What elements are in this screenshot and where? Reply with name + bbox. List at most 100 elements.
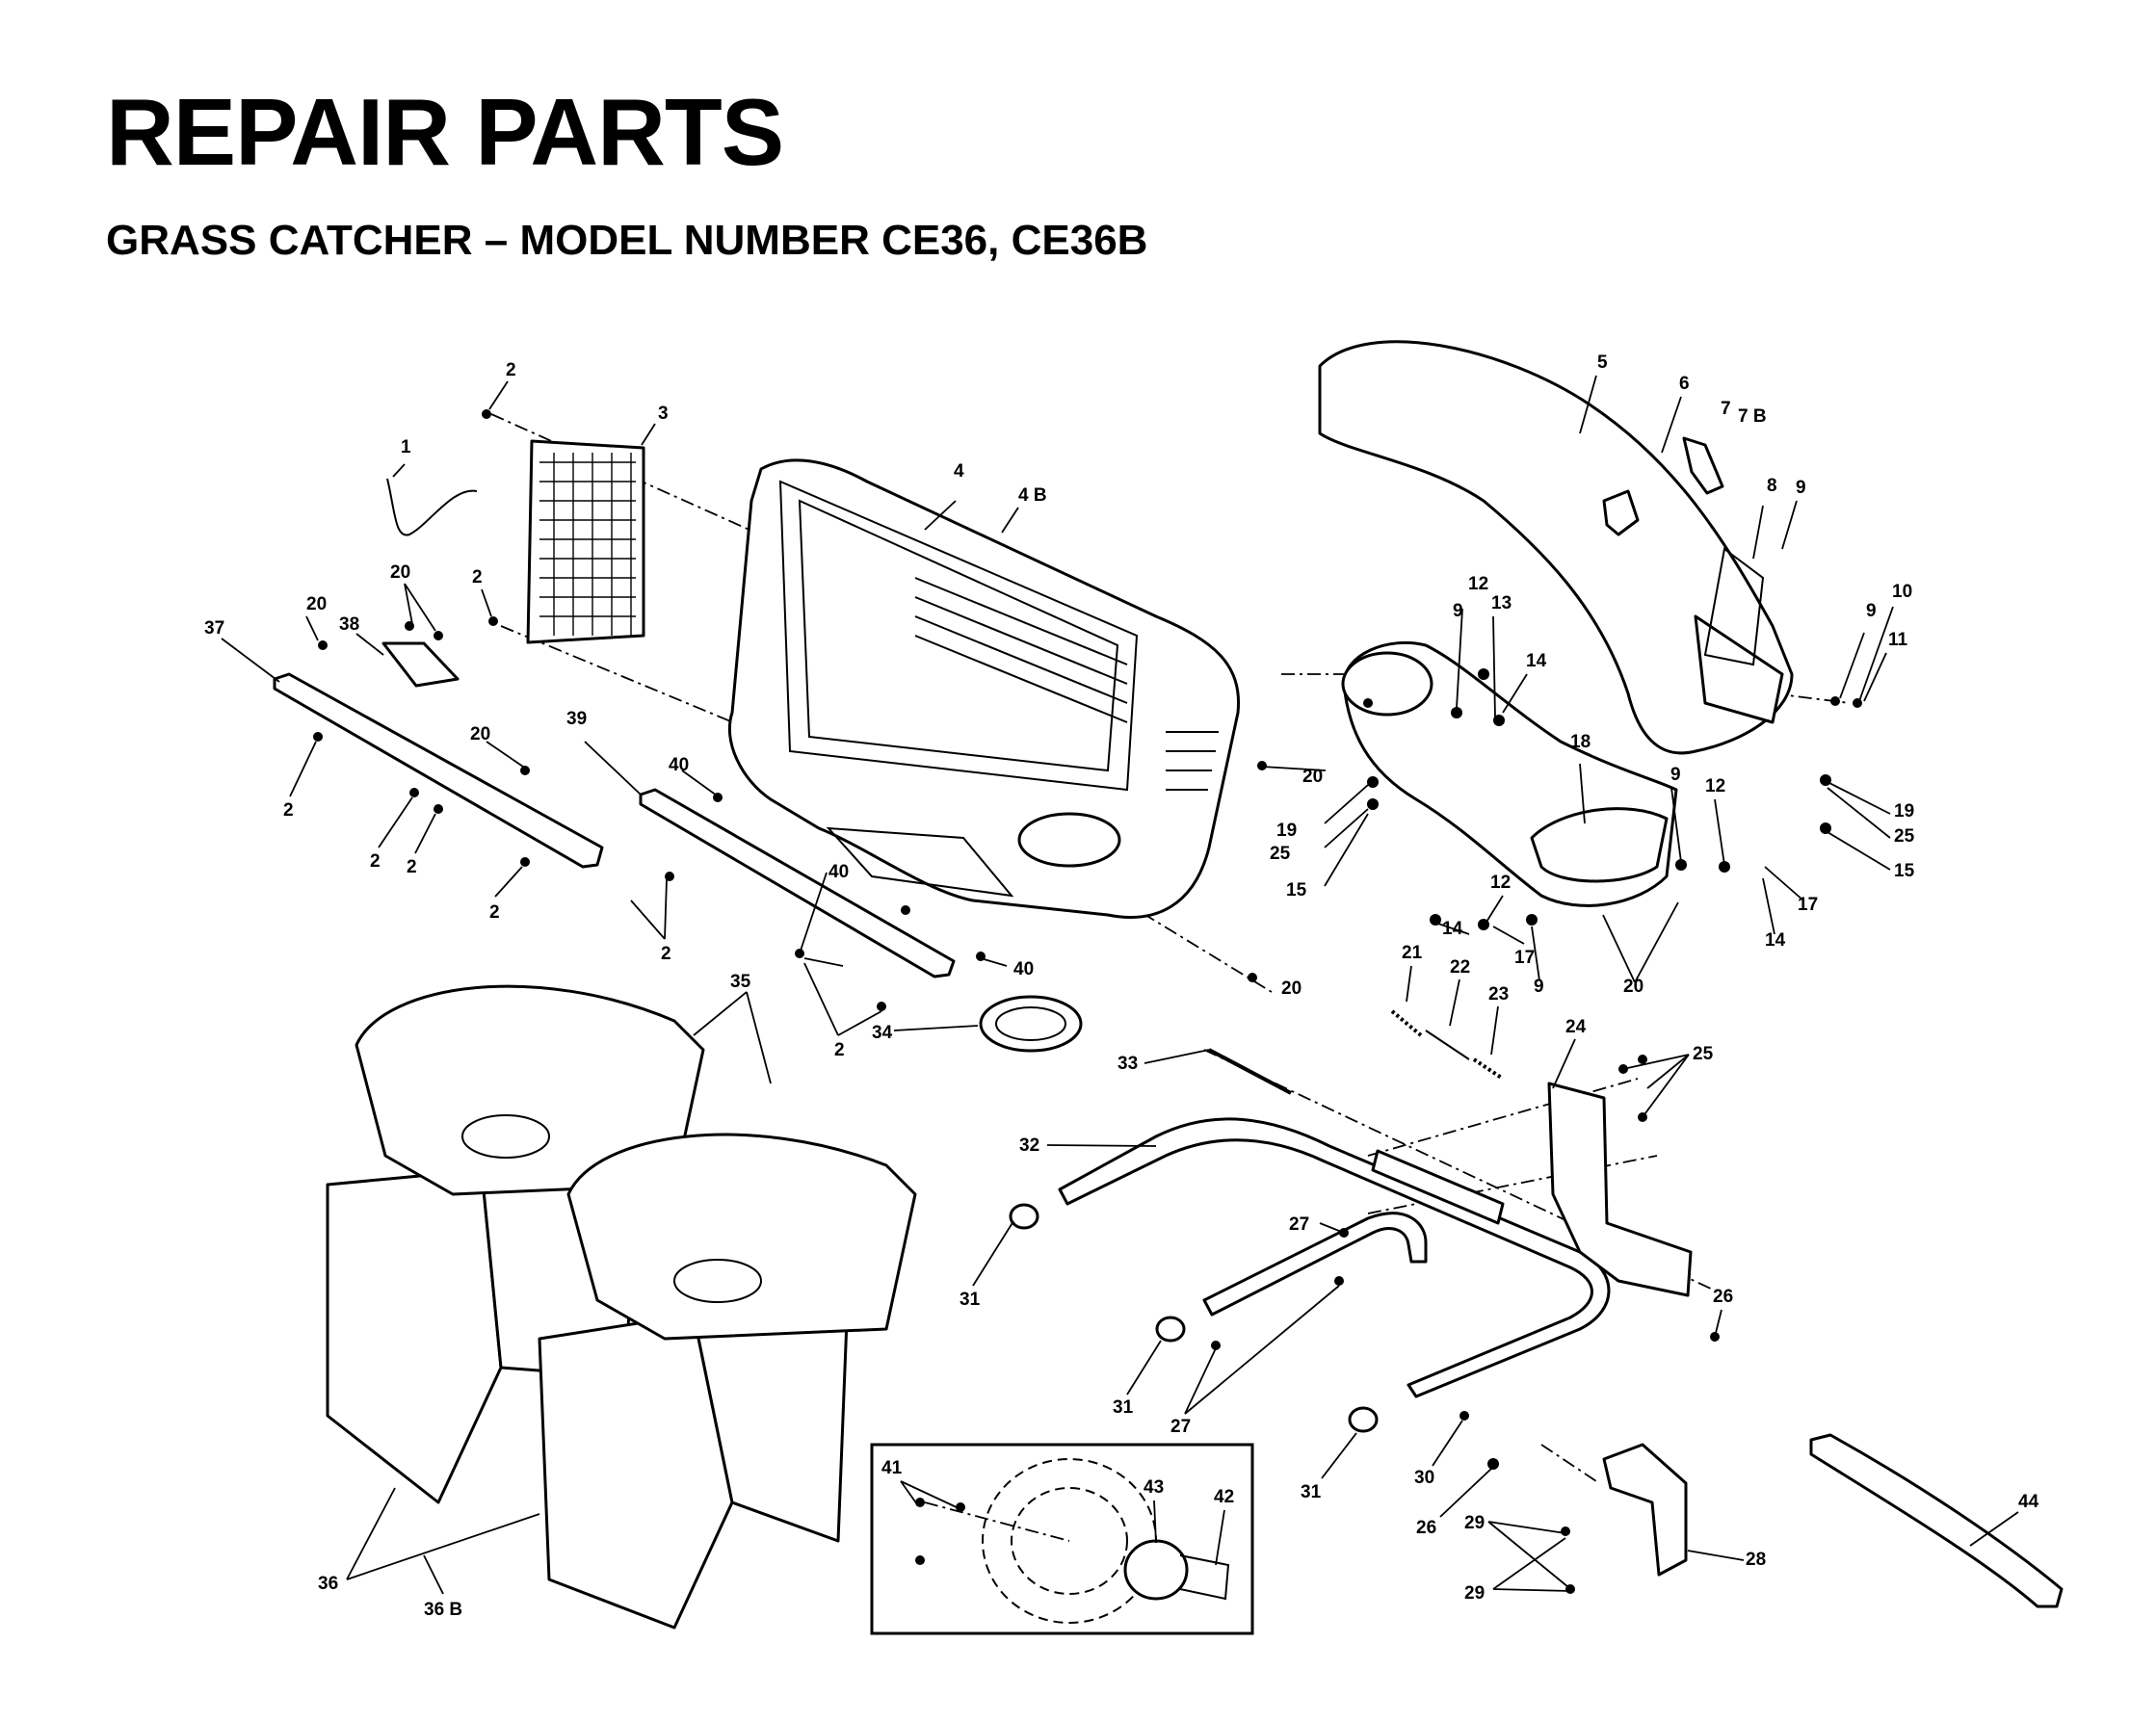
part-31-bushings — [1009, 1203, 1379, 1433]
callout-c13: 13 — [1491, 593, 1512, 613]
callout-c5: 5 — [1597, 352, 1608, 373]
part-35-36-bags — [326, 984, 917, 1630]
callout-c12b: 12 — [1705, 776, 1725, 796]
callout-c29a: 29 — [1464, 1513, 1485, 1533]
callout-c2b: 2 — [472, 567, 483, 587]
callout-c30: 30 — [1414, 1468, 1434, 1488]
callout-c42: 42 — [1214, 1487, 1234, 1507]
callout-c15b: 15 — [1894, 861, 1915, 881]
callout-c34: 34 — [872, 1023, 893, 1043]
callout-c9e: 9 — [1534, 977, 1544, 997]
callout-c25c: 25 — [1693, 1044, 1714, 1064]
callout-c20f: 20 — [1281, 978, 1301, 999]
callout-c29b: 29 — [1464, 1583, 1485, 1604]
callout-c4: 4 — [954, 461, 964, 482]
callout-c17a: 17 — [1798, 895, 1818, 915]
callout-c40b: 40 — [828, 862, 849, 882]
callout-c27b: 27 — [1170, 1417, 1191, 1437]
callout-c19a: 19 — [1276, 821, 1297, 841]
part-39-bar — [639, 788, 956, 978]
callout-c27a: 27 — [1289, 1214, 1309, 1235]
callout-c43: 43 — [1144, 1477, 1164, 1498]
callout-c38: 38 — [339, 614, 359, 635]
callout-c12c: 12 — [1490, 873, 1511, 893]
part-44-blade — [1809, 1433, 2064, 1608]
callout-c2c: 2 — [283, 800, 294, 821]
callout-c32: 32 — [1019, 1135, 1039, 1156]
part-4-catcher-frame — [727, 458, 1241, 919]
callout-c25b: 25 — [1894, 826, 1915, 847]
part-24-bracket — [1547, 1082, 1693, 1297]
callout-c39: 39 — [566, 709, 587, 729]
callout-c14a: 14 — [1526, 651, 1547, 671]
callout-c18: 18 — [1570, 732, 1591, 752]
page-title: REPAIR PARTS — [106, 79, 784, 185]
callout-c10: 10 — [1892, 582, 1912, 602]
callout-c19b: 19 — [1894, 801, 1914, 822]
callout-c9c: 9 — [1453, 601, 1463, 621]
callout-c2e: 2 — [407, 857, 417, 877]
part-38-bracket — [381, 641, 460, 688]
callout-c25a: 25 — [1270, 844, 1291, 864]
callout-c7b: 7 B — [1738, 406, 1767, 427]
callout-c14b: 14 — [1765, 930, 1786, 951]
hardware-dots — [313, 409, 1862, 1594]
callout-c12a: 12 — [1468, 574, 1488, 594]
callout-c2d: 2 — [370, 851, 381, 872]
callout-c9b: 9 — [1866, 601, 1877, 621]
part-27-tube — [1202, 1212, 1428, 1317]
page-subtitle: GRASS CATCHER – MODEL NUMBER CE36, CE36B — [106, 217, 1148, 264]
callout-c20d: 20 — [1302, 767, 1323, 787]
callout-c2a: 2 — [506, 360, 516, 380]
part-33-rod — [1208, 1048, 1292, 1095]
callout-c40c: 40 — [1013, 959, 1034, 979]
callout-c40a: 40 — [669, 755, 689, 775]
callout-c31c: 31 — [1301, 1482, 1322, 1502]
part-28-bracket — [1602, 1443, 1688, 1577]
callout-c15a: 15 — [1286, 880, 1307, 900]
part-32-frame — [1058, 1117, 1611, 1398]
part-1-strap — [386, 478, 478, 536]
callout-labels: 1 2 3 2 20 20 38 37 2 2 2 20 2 39 40 40 … — [204, 352, 2039, 1620]
callout-c36b: 36 B — [424, 1600, 462, 1620]
callout-c1: 1 — [401, 437, 411, 457]
callout-c26a: 26 — [1713, 1287, 1733, 1307]
part-3-screen — [526, 439, 645, 644]
callout-c3: 3 — [658, 404, 669, 424]
callout-c41: 41 — [881, 1458, 903, 1478]
callout-c24: 24 — [1565, 1017, 1587, 1037]
part-7-latch — [1682, 436, 1724, 495]
callout-c36: 36 — [318, 1574, 338, 1594]
part-37-rod — [273, 672, 604, 869]
inset-wheel-detail — [870, 1443, 1254, 1635]
callout-c17b: 17 — [1514, 948, 1535, 968]
callout-c26b: 26 — [1416, 1518, 1436, 1538]
callout-c23: 23 — [1488, 984, 1509, 1004]
callout-c44: 44 — [2018, 1492, 2039, 1512]
callout-c31b: 31 — [1113, 1397, 1134, 1418]
callout-c28: 28 — [1746, 1550, 1766, 1570]
callout-c22: 22 — [1450, 957, 1470, 978]
callout-c2g: 2 — [661, 944, 671, 964]
callout-c31a: 31 — [960, 1290, 981, 1310]
callout-c20b: 20 — [306, 594, 327, 614]
callout-c9d: 9 — [1670, 765, 1681, 785]
callout-c20c: 20 — [470, 724, 490, 744]
callout-c21: 21 — [1402, 943, 1423, 963]
callout-c8: 8 — [1767, 476, 1777, 496]
callout-c33: 33 — [1117, 1054, 1138, 1074]
callout-c20a: 20 — [390, 562, 410, 583]
callout-c4b: 4 B — [1018, 485, 1047, 506]
part-6-plate — [1602, 489, 1640, 536]
part-21-23-springs — [1390, 1009, 1505, 1081]
callout-c6: 6 — [1679, 374, 1690, 394]
callout-c20e: 20 — [1623, 977, 1643, 997]
callout-c7: 7 — [1721, 399, 1731, 419]
part-34-ring — [979, 995, 1083, 1053]
callout-c37: 37 — [204, 618, 224, 639]
callout-c9a: 9 — [1796, 478, 1806, 498]
callout-c35: 35 — [730, 972, 751, 992]
callout-c2f: 2 — [489, 902, 500, 923]
part-18-chute-tube — [1341, 640, 1678, 907]
